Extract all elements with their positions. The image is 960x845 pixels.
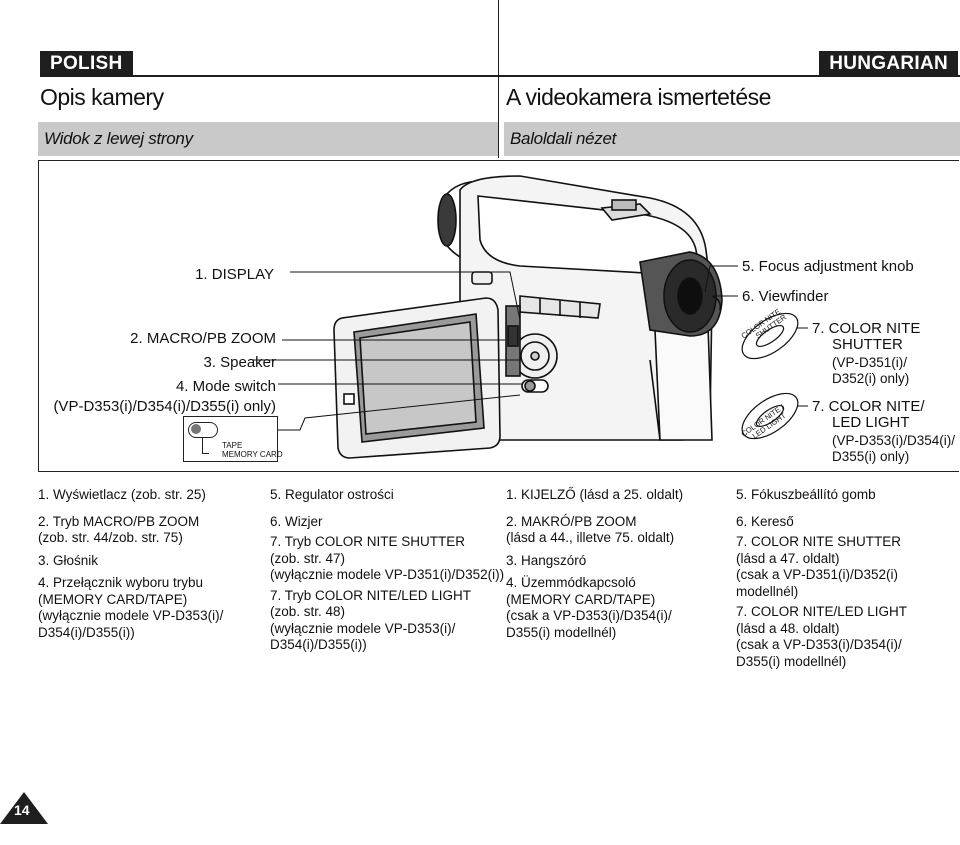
- callout-mode-switch-models: (VP-D353(i)/D354(i)/D355(i) only): [53, 398, 276, 415]
- callout-color-nite-led-2: LED LIGHT: [832, 414, 910, 431]
- legend-line: D355(i) modellnél): [506, 624, 617, 640]
- legend-column-polish-1: 1. Wyświetlacz (zob. str. 25) 2. Tryb MA…: [38, 487, 223, 641]
- switch-label-tape: TAPE: [222, 441, 243, 450]
- legend-line: (zob. str. 47): [270, 550, 346, 566]
- legend-line: 6. Wizjer: [270, 513, 323, 529]
- legend-line: 5. Fókuszbeállító gomb: [736, 487, 876, 502]
- legend-column-hungarian-2: 5. Fókuszbeállító gomb 6. Kereső 7. COLO…: [736, 487, 907, 670]
- legend-line: (zob. str. 48): [270, 604, 346, 619]
- callout-shutter-models-2: D352(i) only): [832, 371, 910, 386]
- language-badge-hungarian: HUNGARIAN: [819, 51, 958, 77]
- center-divider: [498, 0, 499, 158]
- legend-line: [270, 504, 504, 514]
- page-number: 14: [14, 802, 30, 818]
- legend-line: 7. Tryb COLOR NITE/LED LIGHT: [270, 587, 472, 603]
- legend-line: 1. Wyświetlacz (zob. str. 25): [38, 487, 206, 502]
- legend-line: 2. MAKRÓ/PB ZOOM: [506, 513, 637, 529]
- legend-line: [736, 504, 907, 514]
- callout-viewfinder: 6. Viewfinder: [742, 288, 829, 305]
- legend-line: (lásd a 48. oldalt): [736, 620, 840, 636]
- callout-speaker: 3. Speaker: [203, 354, 276, 371]
- callout-focus-knob: 5. Focus adjustment knob: [742, 258, 914, 275]
- legend-column-polish-2: 5. Regulator ostrości 6. Wizjer 7. Tryb …: [270, 487, 504, 654]
- page-number-triangle-icon: [0, 792, 48, 824]
- camera-figure-frame: [38, 160, 959, 472]
- legend-line: (csak a VP-D353(i)/D354(i)/: [506, 608, 672, 623]
- legend-line: (lásd a 47. oldalt): [736, 550, 840, 566]
- callout-color-nite-led: 7. COLOR NITE/: [812, 398, 925, 415]
- legend-line: (lásd a 44., illetve 75. oldalt): [506, 530, 675, 545]
- legend-line: (csak a VP-D353(i)/D354(i)/: [736, 637, 902, 652]
- legend-line: 1. KIJELZŐ (lásd a 25. oldalt): [506, 487, 684, 502]
- legend-line: 6. Kereső: [736, 513, 794, 529]
- legend-line: D354(i)/D355(i)): [270, 637, 367, 652]
- legend-line: (wyłącznie modele VP-D351(i)/D352(i)): [270, 567, 505, 582]
- callout-macro-pb-zoom: 2. MACRO/PB ZOOM: [130, 330, 276, 347]
- legend-line: 3. Głośnik: [38, 552, 99, 568]
- page-number-badge: 14: [0, 790, 48, 826]
- legend-line: D355(i) modellnél): [736, 653, 847, 669]
- legend-line: [506, 504, 683, 514]
- legend-line: 3. Hangszóró: [506, 552, 587, 568]
- legend-line: 5. Regulator ostrości: [270, 487, 394, 502]
- callout-color-nite-shutter-2: SHUTTER: [832, 336, 903, 353]
- legend-line: (zob. str. 44/zob. str. 75): [38, 530, 183, 545]
- legend-line: [38, 504, 223, 514]
- subtitle-band-polish: Widok z lewej strony: [38, 122, 498, 156]
- legend-line: 4. Przełącznik wyboru trybu: [38, 575, 204, 590]
- mode-switch-knob: [191, 424, 201, 434]
- camcorder-illustration: [252, 175, 808, 459]
- legend-line: 7. Tryb COLOR NITE SHUTTER: [270, 534, 466, 549]
- legend-line: D354(i)/D355(i)): [38, 624, 135, 640]
- page-title-polish: Opis kamery: [40, 84, 164, 110]
- legend-line: (MEMORY CARD/TAPE): [38, 591, 188, 607]
- legend-column-hungarian-1: 1. KIJELZŐ (lásd a 25. oldalt) 2. MAKRÓ/…: [506, 487, 683, 641]
- legend-line: 4. Üzemmódkapcsoló: [506, 575, 636, 590]
- legend-line: 7. COLOR NITE/LED LIGHT: [736, 604, 908, 619]
- mode-switch-slider: [188, 422, 218, 438]
- callout-led-models-2: D355(i) only): [832, 449, 910, 464]
- legend-line: 2. Tryb MACRO/PB ZOOM: [38, 513, 200, 529]
- language-badge-polish: POLISH: [40, 51, 133, 77]
- page-title-hungarian: A videokamera ismertetése: [506, 84, 771, 110]
- callout-mode-switch: 4. Mode switch: [175, 378, 276, 395]
- legend-line: (csak a VP-D351(i)/D352(i): [736, 567, 899, 582]
- callout-shutter-models-1: (VP-D351(i)/: [832, 355, 908, 370]
- legend-line: 7. COLOR NITE SHUTTER: [736, 534, 902, 549]
- legend-line: (wyłącznie modele VP-D353(i)/: [270, 620, 456, 636]
- legend-line: modellnél): [736, 583, 799, 599]
- subtitle-hungarian: Baloldali nézet: [510, 129, 617, 148]
- mode-switch-detail: TAPE MEMORY CARD: [183, 416, 283, 462]
- callout-color-nite-shutter: 7. COLOR NITE: [812, 320, 921, 337]
- header-rule-left: [40, 75, 498, 77]
- legend-line: (MEMORY CARD/TAPE): [506, 591, 656, 607]
- subtitle-band-hungarian: Baloldali nézet: [504, 122, 960, 156]
- callout-display: 1. DISPLAY: [195, 266, 274, 283]
- subtitle-polish: Widok z lewej strony: [44, 129, 193, 148]
- header-rule-right: [499, 75, 960, 77]
- mode-switch-pointer: [202, 437, 209, 454]
- switch-label-memory-card: MEMORY CARD: [222, 450, 283, 459]
- legend-line: (wyłącznie modele VP-D353(i)/: [38, 608, 224, 623]
- callout-led-models-1: (VP-D353(i)/D354(i)/: [832, 433, 956, 448]
